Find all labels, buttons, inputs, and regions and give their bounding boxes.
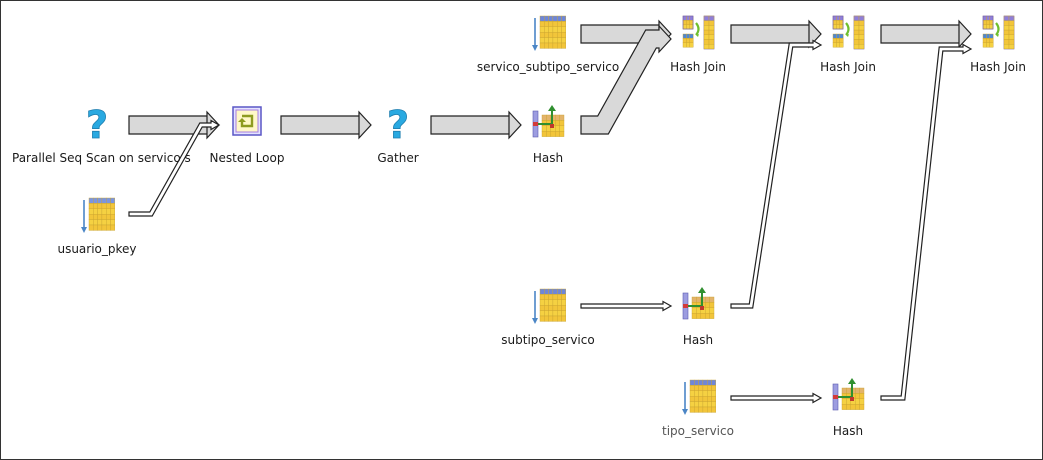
edge-hash1-to-hj1 (580, 24, 672, 135)
plan-node-label: Hash Join (970, 60, 1026, 74)
plan-node-hash3[interactable]: Hash (773, 378, 923, 448)
unknown-node-icon: ? (382, 103, 414, 148)
edge-pkey-to-nested (128, 119, 221, 217)
plan-node-label: Hash Join (670, 60, 726, 74)
plan-node-seqscan[interactable]: ? Parallel Seq Scan on servico s (12, 103, 191, 175)
svg-text:?: ? (387, 105, 409, 145)
plan-node-st1[interactable]: servico_subtipo_servico (473, 14, 623, 84)
hash-icon (682, 287, 715, 327)
edge-hj2-to-hj3 (880, 19, 972, 49)
plan-node-label: Gather (377, 151, 419, 165)
edge-gather-to-hash1 (430, 110, 522, 140)
plan-node-nested[interactable]: Nested Loop (172, 105, 322, 175)
plan-node-label: usuario_pkey (57, 242, 137, 256)
edge-hash2-to-hj2 (730, 39, 823, 309)
plan-node-pkey[interactable]: usuario_pkey (22, 196, 172, 266)
plan-node-hj2[interactable]: Hash Join (773, 14, 923, 84)
plan-node-hash2[interactable]: Hash (623, 287, 773, 357)
edge-hash3-to-hj3 (880, 43, 973, 401)
hash-icon (532, 105, 565, 145)
plan-node-label: Parallel Seq Scan on servico s (12, 151, 191, 165)
nested-loop-icon (231, 105, 263, 145)
edge-subtipo-to-hash2 (580, 300, 673, 312)
plan-node-label: Nested Loop (209, 151, 285, 165)
plan-node-subtipo[interactable]: subtipo_servico (473, 287, 623, 357)
hash-join-icon (682, 14, 715, 54)
plan-node-hj3[interactable]: Hash Join (923, 14, 1042, 84)
edge-tipo-to-hash3 (730, 392, 823, 404)
unknown-node-icon: ? (81, 103, 113, 148)
plan-node-label: subtipo_servico (501, 333, 595, 347)
hash-join-icon (982, 14, 1015, 54)
plan-node-label: Hash (532, 151, 564, 165)
plan-node-tipo[interactable]: tipo_servico (623, 378, 773, 448)
plan-node-label: servico_subtipo_servico (476, 60, 620, 74)
seq-scan-table-icon (532, 14, 567, 54)
svg-text:?: ? (86, 105, 108, 145)
plan-node-gather[interactable]: ? Gather (323, 103, 473, 175)
plan-node-label: Hash (682, 333, 714, 347)
edge-hj1-to-hj2 (730, 19, 822, 49)
edge-nested-to-gather (280, 110, 372, 140)
plan-node-label: tipo_servico (662, 424, 734, 438)
plan-node-hash1[interactable]: Hash (473, 105, 623, 175)
hash-join-icon (832, 14, 865, 54)
hash-icon (832, 378, 865, 418)
seq-scan-table-icon (682, 378, 717, 418)
index-scan-icon (81, 196, 116, 236)
plan-node-label: Hash (832, 424, 864, 438)
plan-node-label: Hash Join (820, 60, 876, 74)
seq-scan-table-icon (532, 287, 567, 327)
plan-node-hj1[interactable]: Hash Join (623, 14, 773, 84)
